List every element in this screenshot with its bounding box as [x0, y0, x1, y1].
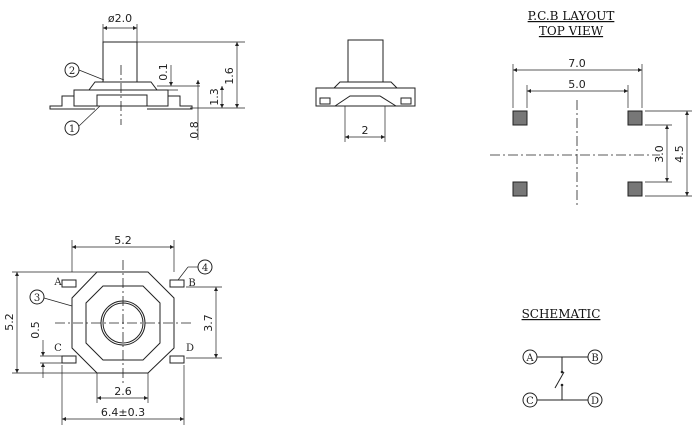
dim-overall: 6.4±0.3 — [101, 406, 145, 419]
dim-pin-pitch: 3.7 — [202, 314, 215, 332]
dim-bottom-width: 5.2 — [114, 234, 132, 247]
pcb-title: P.C.B LAYOUT — [528, 9, 615, 23]
dim-pcb-inner-height: 3.0 — [653, 145, 666, 163]
bottom-view: 5.2 5.2 0.5 3.7 2.6 6.4±0.3 A B C D 3 4 — [3, 234, 222, 425]
callout-4: 4 — [202, 263, 208, 274]
dim-diameter: ø2.0 — [108, 12, 132, 25]
dim-pcb-outer-height: 4.5 — [673, 145, 686, 163]
schematic: SCHEMATIC A B C D — [522, 307, 603, 408]
dim-gap: 0.1 — [157, 63, 170, 81]
dim-front-width: 2 — [362, 124, 369, 137]
callout-2: 2 — [69, 66, 75, 77]
dim-height-total: 1.6 — [223, 67, 236, 85]
dim-pcb-outer-width: 7.0 — [568, 57, 586, 70]
dim-pcb-inner-width: 5.0 — [568, 78, 586, 91]
pin-label-d: D — [186, 343, 194, 354]
pin-label-a: A — [53, 277, 62, 288]
schematic-title: SCHEMATIC — [522, 307, 601, 321]
pin-label-b: B — [188, 278, 195, 289]
schematic-node-b: B — [591, 353, 598, 364]
pin-label-c: C — [54, 343, 62, 354]
schematic-node-c: C — [526, 396, 534, 407]
callout-3: 3 — [34, 293, 40, 304]
dim-lead: 0.8 — [188, 121, 201, 139]
dim-body-height: 1.3 — [208, 88, 221, 106]
pcb-layout: P.C.B LAYOUT TOP VIEW 7.0 5.0 3.0 4.5 — [490, 9, 692, 208]
side-view: ø2.0 1.6 0.1 1.3 0.8 2 1 — [49, 12, 245, 140]
pcb-subtitle: TOP VIEW — [539, 24, 604, 38]
dim-inner: 2.6 — [114, 385, 132, 398]
schematic-node-d: D — [591, 396, 599, 407]
callout-1: 1 — [69, 124, 75, 135]
front-view: 2 — [315, 39, 416, 142]
dim-pin-width: 0.5 — [29, 321, 42, 339]
schematic-node-a: A — [525, 353, 534, 364]
dim-bottom-height: 5.2 — [3, 313, 16, 331]
